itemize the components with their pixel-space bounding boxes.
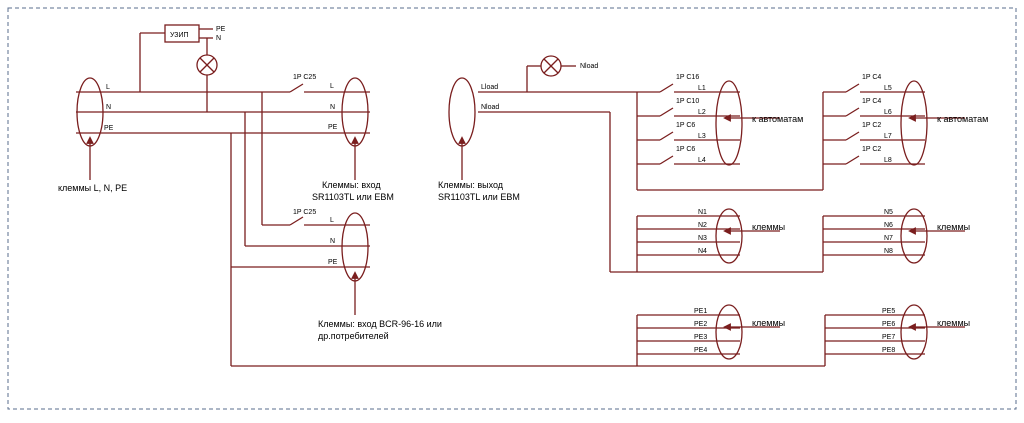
pe1-line-1: PE1 [694, 308, 707, 315]
l1-line-3: L3 [698, 133, 706, 140]
n1-line-1: N1 [698, 209, 707, 216]
pe2-caption: клеммы [937, 318, 970, 328]
l2-breaker-1: 1P C4 [862, 74, 881, 81]
bcr-ellipse [341, 212, 369, 282]
uzip-label: УЗИП [170, 32, 189, 39]
n2-caption: клеммы [937, 222, 970, 232]
pe2-line-3: PE7 [882, 334, 895, 341]
left-label-pe: PE [104, 125, 114, 132]
l1-breaker-3: 1P C6 [676, 122, 695, 129]
n1-line-3: N3 [698, 235, 707, 242]
ebm-out-nload: Nload [481, 104, 499, 111]
n2-line-3: N7 [884, 235, 893, 242]
ebm-output-terminals: Lload Nload Клеммы: выход SR1103TL или E… [438, 77, 520, 202]
uzip-block: УЗИП PE N [139, 24, 226, 112]
l2-line-3: L7 [884, 133, 892, 140]
uzip-n-label: N [216, 35, 221, 42]
ebm-out-caption-1: Клеммы: выход [438, 180, 504, 190]
pe2-line-4: PE8 [882, 347, 895, 354]
n2-line-2: N6 [884, 222, 893, 229]
l2-line-4: L8 [884, 157, 892, 164]
l-group-2: 1P C4 1P C4 1P C2 1P C2 L5 L6 L7 L8 к ав… [823, 74, 988, 166]
l1-line-2: L2 [698, 109, 706, 116]
load-lamp-label: Nload [580, 63, 598, 70]
n1-caption: клеммы [752, 222, 785, 232]
pe2-terminal-ellipse [900, 304, 928, 360]
pe-group-2: PE5 PE6 PE7 PE8 клеммы [825, 304, 970, 360]
ebm-output-ellipse [448, 77, 476, 147]
ebm-in-caption-1: Клеммы: вход [322, 180, 381, 190]
left-label-n: N [106, 104, 111, 111]
n1-line-4: N4 [698, 248, 707, 255]
frame-border [7, 7, 1017, 410]
n1-line-2: N2 [698, 222, 707, 229]
uzip-pe-label: PE [216, 26, 226, 33]
l1-breaker-4: 1P C6 [676, 146, 695, 153]
ebm-in-label-n: N [330, 104, 335, 111]
pe1-line-2: PE2 [694, 321, 707, 328]
l2-line-2: L6 [884, 109, 892, 116]
pe2-line-1: PE5 [882, 308, 895, 315]
l1-line-1: L1 [698, 85, 706, 92]
left-terminals-caption: клеммы L, N, PE [58, 183, 127, 193]
pe1-line-3: PE3 [694, 334, 707, 341]
ebm-in-label-l: L [330, 83, 334, 90]
pe1-line-4: PE4 [694, 347, 707, 354]
l1-terminal-ellipse [715, 80, 743, 166]
l2-line-1: L5 [884, 85, 892, 92]
l2-terminal-ellipse [900, 80, 928, 166]
bcr-caption-2: др.потребителей [318, 331, 389, 341]
l-group-1: 1P C16 1P C10 1P C6 1P C6 L1 L2 L3 L4 к … [637, 74, 803, 166]
pe2-line-2: PE6 [882, 321, 895, 328]
l2-breaker-3: 1P C2 [862, 122, 881, 129]
bcr-caption-1: Клеммы: вход BCR-96-16 или [318, 319, 442, 329]
bcr-label-pe: PE [328, 259, 338, 266]
breaker-main-label: 1P C25 [293, 74, 316, 81]
n-group-2: N5 N6 N7 N8 клеммы [823, 208, 970, 264]
l1-breaker-2: 1P C10 [676, 98, 699, 105]
pe1-terminal-ellipse [715, 304, 743, 360]
ebm-out-lload: Lload [481, 84, 498, 91]
l2-caption: к автоматам [937, 114, 988, 124]
l1-caption: к автоматам [752, 114, 803, 124]
n2-line-1: N5 [884, 209, 893, 216]
bcr-terminals: L N PE Клеммы: вход BCR-96-16 или др.пот… [318, 212, 442, 341]
bcr-label-n: N [330, 238, 335, 245]
pe1-caption: клеммы [752, 318, 785, 328]
ebm-in-caption-2: SR1103TL или EBM [312, 192, 394, 202]
n2-terminal-ellipse [900, 208, 928, 264]
l2-breaker-4: 1P C2 [862, 146, 881, 153]
left-label-l: L [106, 84, 110, 91]
n1-terminal-ellipse [715, 208, 743, 264]
l1-breaker-1: 1P C16 [676, 74, 699, 81]
ebm-out-caption-2: SR1103TL или EBM [438, 192, 520, 202]
ebm-in-label-pe: PE [328, 124, 338, 131]
bcr-label-l: L [330, 217, 334, 224]
n2-line-4: N8 [884, 248, 893, 255]
left-input-terminals: L N PE клеммы L, N, PE [58, 77, 127, 193]
ebm-input-terminals: L N PE Клеммы: вход SR1103TL или EBM [312, 77, 394, 202]
l2-breaker-2: 1P C4 [862, 98, 881, 105]
bcr-breaker-label: 1P C25 [293, 209, 316, 216]
pe-group-1: PE1 PE2 PE3 PE4 клеммы [637, 304, 785, 360]
l1-line-4: L4 [698, 157, 706, 164]
n-group-1: N1 N2 N3 N4 клеммы [637, 208, 785, 264]
